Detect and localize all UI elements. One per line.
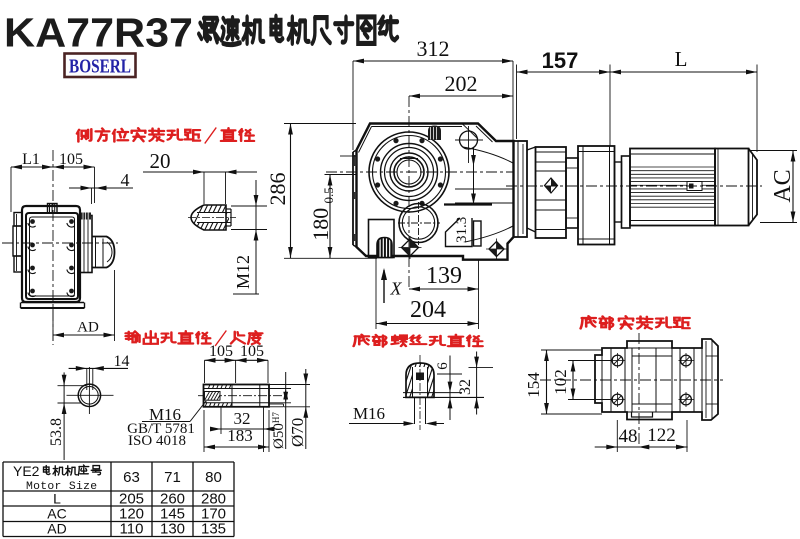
svg-text:AC: AC xyxy=(47,506,66,522)
svg-text:205: 205 xyxy=(119,491,144,508)
svg-text:102: 102 xyxy=(551,369,570,395)
svg-text:14: 14 xyxy=(114,353,130,370)
svg-text:122: 122 xyxy=(647,425,676,446)
svg-text:202: 202 xyxy=(445,71,478,96)
svg-text:71: 71 xyxy=(164,469,181,486)
svg-text:X: X xyxy=(390,279,403,299)
svg-text:48: 48 xyxy=(619,426,638,447)
svg-text:32: 32 xyxy=(457,379,474,395)
svg-text:105: 105 xyxy=(240,343,264,360)
svg-text:ISO 4018: ISO 4018 xyxy=(128,433,186,449)
svg-text:135: 135 xyxy=(201,521,226,538)
svg-text:AC: AC xyxy=(770,169,796,202)
svg-text:BOSERL: BOSERL xyxy=(69,56,131,78)
svg-text:32: 32 xyxy=(234,409,251,428)
svg-text:105: 105 xyxy=(209,343,233,360)
svg-text:157: 157 xyxy=(542,48,579,73)
svg-text:53.8: 53.8 xyxy=(48,418,65,446)
svg-text:KA77R37: KA77R37 xyxy=(4,10,193,56)
svg-text:6: 6 xyxy=(435,362,451,370)
svg-text:Motor Size: Motor Size xyxy=(26,481,97,493)
svg-text:L1: L1 xyxy=(22,151,40,168)
svg-text:GB/T 5781: GB/T 5781 xyxy=(127,421,195,437)
svg-text:145: 145 xyxy=(160,506,185,523)
svg-text:L: L xyxy=(675,47,688,71)
svg-text:110: 110 xyxy=(120,521,144,538)
svg-text:312: 312 xyxy=(417,36,450,61)
svg-text:204: 204 xyxy=(410,297,446,323)
svg-text:AD: AD xyxy=(77,320,99,336)
svg-text:M16: M16 xyxy=(149,405,181,424)
svg-text:YE2: YE2 xyxy=(13,463,40,479)
svg-text:154: 154 xyxy=(524,372,543,398)
svg-text:170: 170 xyxy=(201,506,226,523)
svg-text:M16: M16 xyxy=(353,404,385,423)
svg-text:63: 63 xyxy=(123,469,140,486)
svg-text:L: L xyxy=(53,491,61,507)
svg-text:80: 80 xyxy=(205,469,222,486)
svg-text:139: 139 xyxy=(426,263,462,289)
svg-text:4: 4 xyxy=(121,170,130,190)
svg-text:105: 105 xyxy=(59,151,83,168)
svg-text:280: 280 xyxy=(201,491,226,508)
svg-text:M12: M12 xyxy=(233,255,253,289)
svg-text:AD: AD xyxy=(47,521,66,537)
svg-text:183: 183 xyxy=(227,426,253,445)
svg-text:130: 130 xyxy=(160,521,185,538)
svg-text:260: 260 xyxy=(160,491,185,508)
svg-text:120: 120 xyxy=(119,506,144,523)
svg-text:286: 286 xyxy=(265,173,290,206)
svg-text:20: 20 xyxy=(150,149,171,173)
svg-text:31.3: 31.3 xyxy=(454,217,470,243)
svg-text:Ø70: Ø70 xyxy=(288,418,307,447)
